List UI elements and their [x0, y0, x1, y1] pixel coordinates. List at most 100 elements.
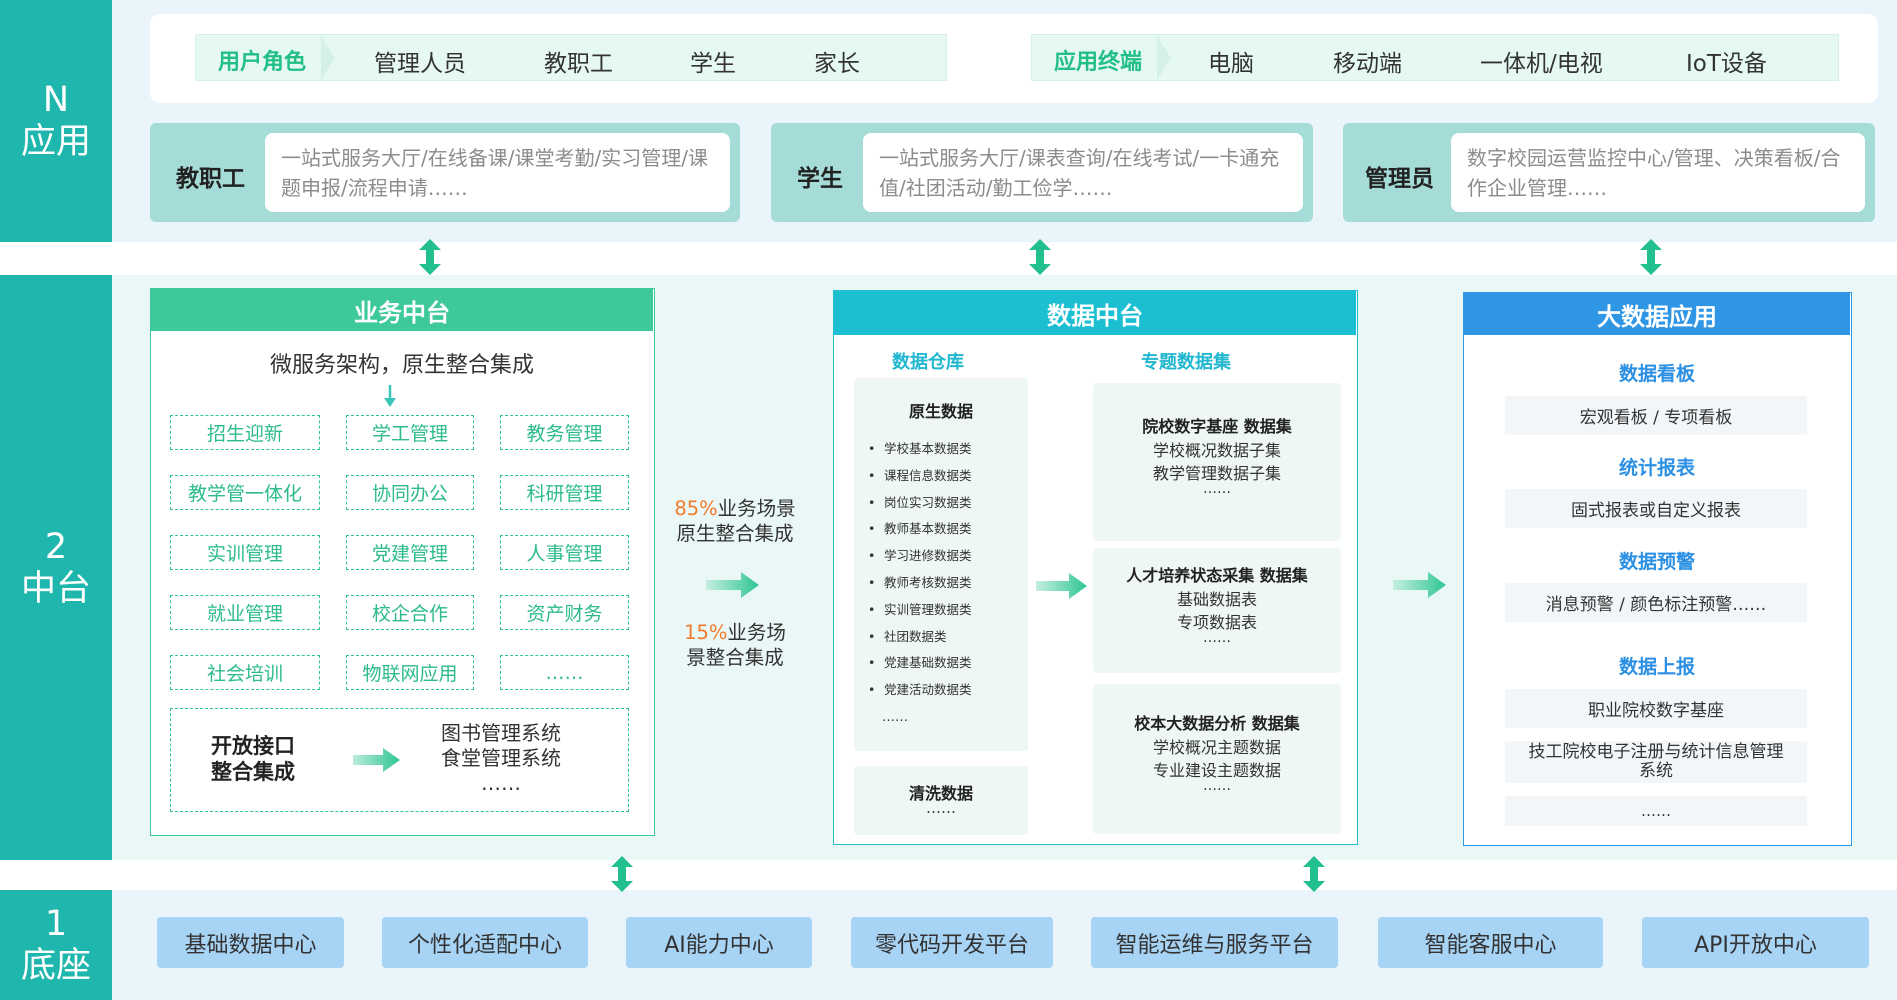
layer-number: 2: [44, 526, 68, 567]
raw-data-box: 原生数据 学校基本数据类 课程信息数据类 岗位实习数据类 教师基本数据类 学习进…: [854, 378, 1028, 751]
chevron-right-icon: [321, 36, 335, 80]
raw-data-item: 党建基础数据类: [862, 650, 1028, 677]
bigdata-section-title: 数据看板: [1618, 363, 1695, 385]
business-item: 党建管理: [346, 535, 474, 570]
base-item: 基础数据中心: [157, 917, 344, 968]
terminals-group: 应用终端 电脑 移动端 一体机/电视 IoT设备: [1031, 34, 1839, 81]
double-arrow-icon: [1029, 239, 1051, 275]
business-item: 人事管理: [500, 535, 629, 570]
data-platform-title: 数据中台: [834, 291, 1356, 335]
business-item: 招生迎新: [170, 415, 320, 450]
raw-data-item: 教师考核数据类: [862, 570, 1028, 597]
clean-data-title: 清洗数据: [908, 784, 973, 803]
dataset-line: 专项数据表: [1176, 613, 1257, 632]
base-item: AI能力中心: [626, 917, 812, 968]
scenario-text: 景整合集成: [686, 646, 784, 669]
business-item: 实训管理: [170, 535, 320, 570]
scenario-85: 85%业务场景 原生整合集成: [670, 496, 800, 546]
double-arrow-icon: [419, 239, 441, 275]
role-card-student: 学生 一站式服务大厅/课表查询/在线考试/一卡通充值/社团活动/勤工俭学……: [771, 123, 1313, 222]
dataset-line: 专业建设主题数据: [1152, 761, 1281, 780]
dataset-title: 院校数字基座 数据集: [1142, 417, 1292, 436]
bigdata-item: 消息预警 / 颜色标注预警……: [1505, 583, 1807, 622]
raw-data-item: 实训管理数据类: [862, 597, 1028, 624]
base-item: API开放中心: [1642, 917, 1869, 968]
bigdata-item: 宏观看板 / 专项看板: [1505, 396, 1807, 435]
layer-name: 中台: [20, 568, 91, 609]
role-description: 一站式服务大厅/在线备课/课堂考勤/实习管理/课题申报/流程申请……: [265, 133, 730, 212]
layer-label-2: 2 中台: [0, 275, 112, 860]
bigdata-section-title: 数据上报: [1618, 656, 1695, 678]
warehouse-title: 数据仓库: [892, 352, 964, 373]
user-roles-title: 用户角色: [218, 50, 307, 75]
double-arrow-icon: [1303, 856, 1325, 892]
bigdata-title: 大数据应用: [1464, 293, 1850, 335]
business-item: 科研管理: [500, 475, 629, 510]
user-role-item: 家长: [814, 51, 860, 77]
role-name: 管理员: [1365, 166, 1434, 192]
business-platform-panel: 业务中台 微服务架构，原生整合集成 招生迎新 学工管理 教务管理 教学管一体化 …: [150, 288, 655, 836]
user-role-item: 管理人员: [374, 51, 466, 77]
bigdata-item: 技工院校电子注册与统计信息管理系统: [1505, 741, 1807, 783]
user-role-item: 学生: [690, 51, 736, 77]
raw-data-item: 党建活动数据类: [862, 677, 1028, 704]
bigdata-panel: 大数据应用 数据看板 宏观看板 / 专项看板 统计报表 固式报表或自定义报表 数…: [1463, 292, 1852, 846]
integrated-systems: 图书管理系统 食堂管理系统 ……: [431, 721, 571, 796]
bigdata-section-title: 数据预警: [1618, 551, 1695, 573]
dataset-box: 院校数字基座 数据集 学校概况数据子集 教学管理数据子集 ……: [1093, 383, 1341, 541]
scenario-15: 15%业务场 景整合集成: [670, 620, 800, 670]
dataset-box: 校本大数据分析 数据集 学校概况主题数据 专业建设主题数据 ……: [1093, 684, 1341, 834]
bigdata-item: ……: [1505, 796, 1807, 826]
integrated-system: 图书管理系统: [441, 721, 561, 745]
role-card-staff: 教职工 一站式服务大厅/在线备课/课堂考勤/实习管理/课题申报/流程申请……: [150, 123, 740, 222]
scenario-percent: 15%: [684, 621, 728, 644]
dataset-line: 学校概况主题数据: [1152, 738, 1281, 757]
bigdata-item: 固式报表或自定义报表: [1505, 489, 1807, 528]
open-interface-title-line: 开放接口: [211, 734, 295, 758]
bigdata-section-title: 统计报表: [1618, 457, 1695, 479]
raw-data-item: 岗位实习数据类: [862, 490, 1028, 517]
arrow-right-icon: [1036, 573, 1087, 599]
terminal-item: 电脑: [1208, 51, 1254, 77]
dataset-line: 基础数据表: [1176, 590, 1257, 609]
clean-data-box: 清洗数据 ……: [854, 766, 1028, 835]
user-roles-group: 用户角色 管理人员 教职工 学生 家长: [195, 34, 947, 81]
raw-data-item: 教师基本数据类: [862, 516, 1028, 543]
dataset-line: 学校概况数据子集: [1152, 441, 1281, 460]
business-item: 资产财务: [500, 595, 629, 630]
layer-label-1: 1 底座: [0, 890, 112, 1000]
business-platform-subtitle: 微服务架构，原生整合集成: [269, 353, 534, 378]
open-interface-box: 开放接口 整合集成 图书管理系统 食堂管理系统 ……: [170, 708, 629, 812]
double-arrow-icon: [611, 856, 633, 892]
dataset-line: ……: [1203, 481, 1231, 497]
business-item: 社会培训: [170, 655, 320, 690]
raw-data-list: 学校基本数据类 课程信息数据类 岗位实习数据类 教师基本数据类 学习进修数据类 …: [862, 436, 1028, 704]
layer-number: N: [42, 80, 70, 120]
terminal-item: IoT设备: [1686, 51, 1767, 77]
raw-data-title: 原生数据: [908, 402, 973, 421]
arrow-right-icon: [706, 572, 759, 598]
data-platform-panel: 数据中台 数据仓库 专题数据集 原生数据 学校基本数据类 课程信息数据类 岗位实…: [833, 290, 1358, 845]
business-item: 教务管理: [500, 415, 629, 450]
integrated-system: ……: [481, 771, 521, 795]
dataset-title: 校本大数据分析 数据集: [1134, 714, 1300, 733]
dataset-line: ……: [1203, 630, 1231, 646]
role-description: 数字校园运营监控中心/管理、决策看板/合作企业管理……: [1451, 133, 1865, 212]
business-item: 学工管理: [346, 415, 474, 450]
terminal-item: 一体机/电视: [1480, 51, 1603, 77]
dataset-box: 人才培养状态采集 数据集 基础数据表 专项数据表 ……: [1093, 548, 1341, 673]
clean-data-more: ……: [926, 799, 956, 817]
layer-label-n: N 应用: [0, 0, 112, 242]
role-description: 一站式服务大厅/课表查询/在线考试/一卡通充值/社团活动/勤工俭学……: [863, 133, 1303, 212]
base-item: 零代码开发平台: [851, 917, 1053, 968]
scenario-text: 原生整合集成: [676, 522, 794, 545]
scenario-percent: 85%: [674, 497, 718, 520]
raw-data-item: 社团数据类: [862, 624, 1028, 651]
scenario-text: 业务场景: [717, 497, 796, 520]
business-item: ……: [500, 655, 629, 690]
arrow-down-icon: [384, 385, 396, 407]
arrow-right-icon: [1393, 572, 1446, 598]
business-item: 校企合作: [346, 595, 474, 630]
base-item: 智能运维与服务平台: [1091, 917, 1338, 968]
dataset-title: 人才培养状态采集 数据集: [1126, 566, 1308, 585]
